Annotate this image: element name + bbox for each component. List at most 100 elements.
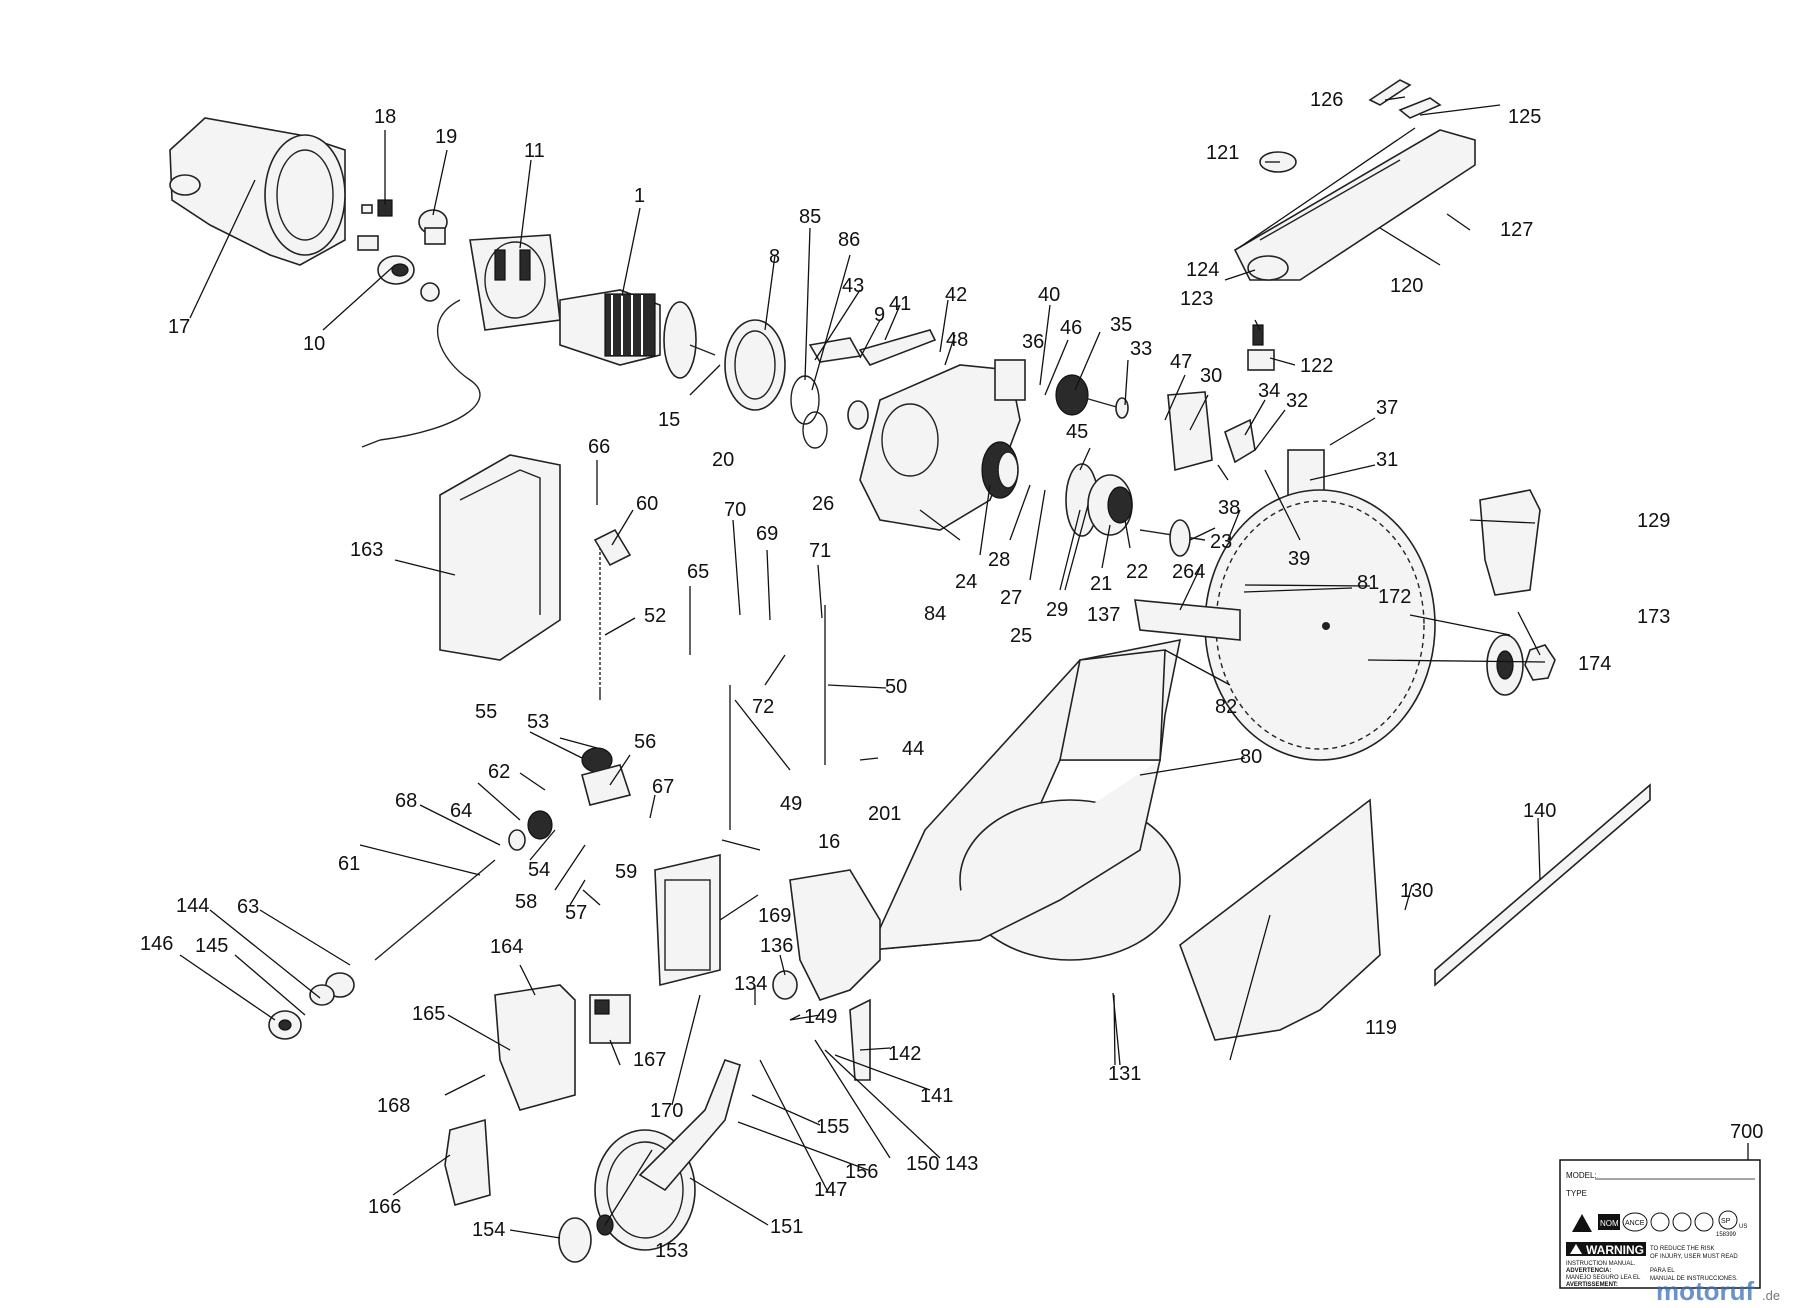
callout-24: 24: [955, 571, 977, 593]
watermark: motoruf .de: [1656, 1276, 1780, 1306]
label-plate-warning-line1: INSTRUCTION MANUAL.: [1566, 1261, 1636, 1267]
callout-1: 1: [634, 185, 645, 207]
callout-50: 50: [885, 676, 907, 698]
watermark-suffix: .de: [1762, 1288, 1780, 1303]
callout-134: 134: [734, 973, 767, 995]
callout-154: 154: [472, 1219, 505, 1241]
callout-169: 169: [758, 905, 791, 927]
callout-122: 122: [1300, 355, 1333, 377]
callout-59: 59: [615, 861, 637, 883]
callout-131: 131: [1108, 1063, 1141, 1085]
callout-700: 700: [1730, 1121, 1763, 1143]
callout-22: 22: [1126, 561, 1148, 583]
callout-18: 18: [374, 106, 396, 128]
callout-17: 17: [168, 316, 190, 338]
callout-46: 46: [1060, 317, 1082, 339]
callout-45: 45: [1066, 421, 1088, 443]
label-plate-cert-us: US: [1739, 1224, 1747, 1230]
blade-guard-top-drawing: [1233, 129, 1476, 281]
label-plate-model: MODEL:: [1566, 1171, 1597, 1180]
callout-labels: 1 8 9 10 11 15 16 17 18 19 20 21 22 23 2…: [140, 89, 1763, 1262]
callout-150: 150: [906, 1153, 939, 1175]
callout-69: 69: [756, 523, 778, 545]
callout-38: 38: [1218, 497, 1240, 519]
callout-81: 81: [1357, 572, 1379, 594]
callout-166: 166: [368, 1196, 401, 1218]
callout-54: 54: [528, 859, 550, 881]
callout-130: 130: [1400, 880, 1433, 902]
callout-48: 48: [946, 329, 968, 351]
callout-29: 29: [1046, 599, 1068, 621]
callout-151: 151: [770, 1216, 803, 1238]
callout-66: 66: [588, 436, 610, 458]
callout-86: 86: [838, 229, 860, 251]
callout-142: 142: [888, 1043, 921, 1065]
callout-201: 201: [868, 803, 901, 825]
callout-141: 141: [920, 1085, 953, 1107]
label-plate-side2: OF INJURY, USER MUST READ: [1650, 1254, 1738, 1260]
callout-129: 129: [1637, 510, 1670, 532]
label-plate-side4: MANUAL DE INSTRUCCIONES.: [1650, 1276, 1738, 1282]
callout-33: 33: [1130, 338, 1152, 360]
watermark-brand: motoruf: [1656, 1276, 1755, 1306]
callout-153: 153: [655, 1240, 688, 1262]
warning-small-triangle-icon: [1570, 1244, 1582, 1254]
gear-case-drawing: [859, 359, 1026, 531]
callout-147: 147: [814, 1179, 847, 1201]
callout-32: 32: [1286, 390, 1308, 412]
callout-71: 71: [809, 540, 831, 562]
callout-80: 80: [1240, 746, 1262, 768]
label-plate-cert-no: 158399: [1716, 1232, 1737, 1238]
callout-61: 61: [338, 853, 360, 875]
callout-67: 67: [652, 776, 674, 798]
callout-72: 72: [752, 696, 774, 718]
motor-end-cap-drawing: [169, 117, 346, 266]
callout-52: 52: [644, 605, 666, 627]
callout-43: 43: [842, 275, 864, 297]
base-housing-drawing: [868, 638, 1182, 961]
callout-174: 174: [1578, 653, 1611, 675]
callout-82: 82: [1215, 696, 1237, 718]
label-plate-warning-line4: AVERTISSEMENT:: [1566, 1282, 1618, 1288]
leader-lines: [179, 96, 1546, 1239]
callout-11: 11: [524, 140, 545, 162]
callout-42: 42: [945, 284, 967, 306]
callout-137: 137: [1087, 604, 1120, 626]
callout-64: 64: [450, 800, 472, 822]
callout-127: 127: [1500, 219, 1533, 241]
callout-40: 40: [1038, 284, 1060, 306]
callout-55: 55: [475, 701, 497, 723]
callout-62: 62: [488, 761, 510, 783]
callout-156: 156: [845, 1161, 878, 1183]
callout-145: 145: [195, 935, 228, 957]
callout-34: 34: [1258, 380, 1280, 402]
manual-icon: [1650, 1212, 1670, 1232]
callout-23: 23: [1210, 531, 1232, 553]
callout-9: 9: [874, 304, 885, 326]
label-plate-type: TYPE: [1566, 1189, 1587, 1198]
callout-53: 53: [527, 711, 549, 733]
callout-57: 57: [565, 902, 587, 924]
callout-136: 136: [760, 935, 793, 957]
callout-26: 26: [812, 493, 834, 515]
callout-15: 15: [658, 409, 680, 431]
callout-41: 41: [889, 293, 911, 315]
callout-58: 58: [515, 891, 537, 913]
label-plate-warning-line2: ADVERTENCIA:: [1566, 1268, 1611, 1274]
callout-20: 20: [712, 449, 734, 471]
callout-264: 264: [1172, 561, 1205, 583]
csa-mark-icon: [1718, 1210, 1738, 1230]
eye-protection-icon: [1672, 1212, 1692, 1232]
label-plate-warning: WARNING: [1586, 1243, 1644, 1257]
callout-84: 84: [924, 603, 946, 625]
armature-drawing: [559, 289, 716, 379]
callout-163: 163: [350, 539, 383, 561]
callout-143: 143: [945, 1153, 978, 1175]
label-plate-side1: TO REDUCE THE RISK: [1650, 1246, 1714, 1252]
callout-85: 85: [799, 206, 821, 228]
label-plate-warning-line3: MANEJO SEGURO LEA EL: [1566, 1275, 1641, 1281]
callout-149: 149: [804, 1006, 837, 1028]
callout-65: 65: [687, 561, 709, 583]
callout-37: 37: [1376, 397, 1398, 419]
callout-35: 35: [1110, 314, 1132, 336]
